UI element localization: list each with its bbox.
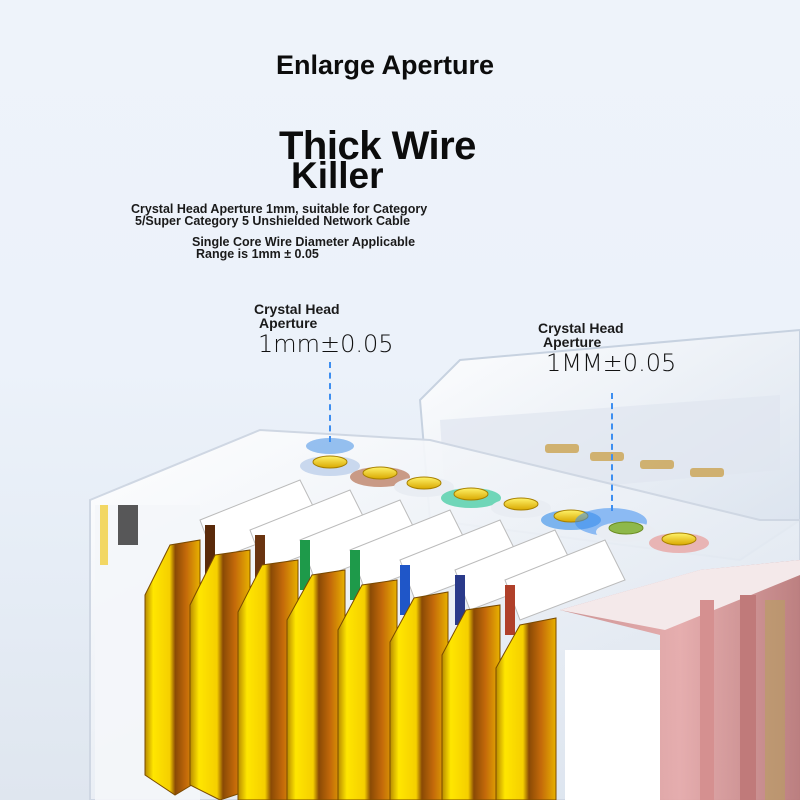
title-line-1: Thick Wire [279,124,476,168]
callout-2-label-line-2: Aperture [543,334,602,350]
description-wire-range-line-1: Single Core Wire Diameter Applicable [192,235,416,249]
description-aperture: Crystal Head Aperture 1mm, suitable for … [131,202,428,228]
heading: Enlarge Aperture [276,50,495,80]
description-wire-range-line-2: Range is 1mm ± 0.05 [196,247,319,261]
title-line-2: Killer [291,155,384,196]
description-aperture-line-1: Crystal Head Aperture 1mm, suitable for … [131,202,428,216]
callout-2-label: Crystal Head Aperture [538,321,624,349]
callout-1-label: Crystal Head Aperture [254,302,340,330]
callout-1-value: 1mm±0.05 [258,330,394,358]
callout-1-label-line-2: Aperture [259,315,318,331]
callout-2-label-line-1: Crystal Head [538,320,624,336]
callout-2-dashed-marker [611,393,613,511]
callout-1-dashed-marker [329,362,331,442]
description-wire-range: Single Core Wire Diameter Applicable Ran… [192,235,416,261]
callout-1-label-line-1: Crystal Head [254,301,340,317]
description-aperture-line-2: 5/Super Category 5 Unshielded Network Ca… [135,214,411,228]
callout-2-value: 1MM±0.05 [546,349,677,377]
